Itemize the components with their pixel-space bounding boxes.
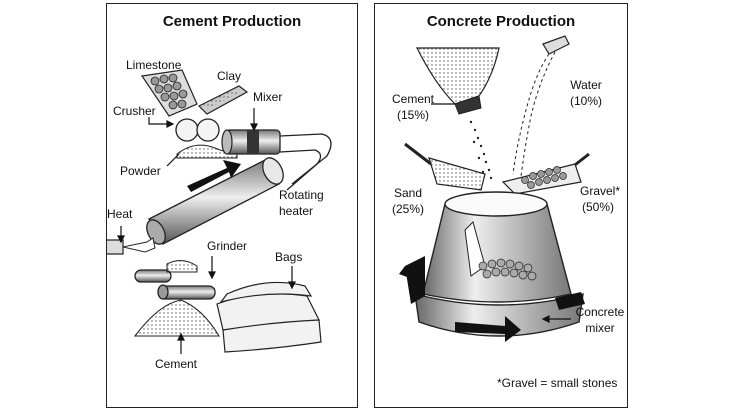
label-crusher: Crusher bbox=[113, 104, 156, 119]
concrete-production-panel: Concrete Production bbox=[374, 3, 628, 408]
label-mixer: Mixer bbox=[253, 90, 282, 105]
label-water-name: Water bbox=[561, 78, 611, 93]
label-powder: Powder bbox=[120, 164, 161, 179]
label-cement-percent: (15%) bbox=[383, 108, 443, 123]
label-concrete-mixer-line1: Concrete bbox=[571, 305, 629, 320]
label-gravel-percent: (50%) bbox=[571, 200, 625, 215]
mixer-drum bbox=[222, 130, 280, 154]
crusher-rollers bbox=[176, 119, 219, 141]
label-cement-name: Cement bbox=[383, 92, 443, 107]
label-limestone: Limestone bbox=[126, 58, 181, 73]
label-cement-product: Cement bbox=[155, 357, 197, 372]
label-water-percent: (10%) bbox=[561, 94, 611, 109]
label-bags: Bags bbox=[275, 250, 302, 265]
label-grinder: Grinder bbox=[207, 239, 247, 254]
cement-bags bbox=[217, 282, 321, 352]
label-sand-percent: (25%) bbox=[385, 202, 431, 217]
grinder-rollers bbox=[135, 270, 215, 299]
label-rotating-heater-line2: heater bbox=[279, 204, 313, 219]
label-concrete-mixer-line2: mixer bbox=[571, 321, 629, 336]
label-heat: Heat bbox=[107, 207, 132, 222]
conveyor-belt bbox=[280, 134, 331, 184]
gravel-footnote: *Gravel = small stones bbox=[497, 376, 617, 391]
cement-pile bbox=[135, 300, 219, 336]
heat-burner bbox=[107, 238, 155, 254]
label-clay: Clay bbox=[217, 69, 241, 84]
label-gravel-name: Gravel* bbox=[571, 184, 629, 199]
cement-production-panel: Cement Production bbox=[106, 3, 358, 408]
clay-chute bbox=[199, 86, 247, 114]
label-sand-name: Sand bbox=[385, 186, 431, 201]
label-rotating-heater-line1: Rotating bbox=[279, 188, 324, 203]
rotating-heater-drum bbox=[143, 154, 287, 247]
sand-shovel bbox=[405, 144, 485, 190]
